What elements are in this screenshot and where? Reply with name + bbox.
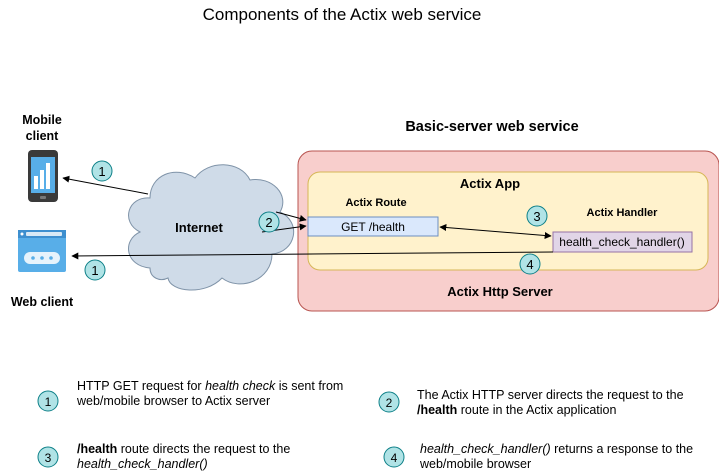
legend-marker-4: 4 (383, 446, 405, 468)
mobile-client-label-1: Mobile (22, 113, 62, 127)
arrow-cloud-to-mobile (62, 175, 149, 195)
svg-text:1: 1 (91, 263, 98, 278)
web-client-label: Web client (11, 295, 74, 309)
handler-box (552, 231, 693, 253)
legend-marker-1: 1 (37, 390, 59, 412)
svg-text:3: 3 (533, 209, 540, 224)
mobile-phone-icon (28, 150, 58, 202)
actix-handler-label: Actix Handler (587, 207, 659, 219)
svg-text:1: 1 (45, 395, 52, 409)
service-title: Basic-server web service (405, 119, 578, 135)
web-browser-icon (18, 230, 66, 272)
step-marker-1-mobile: 1 (91, 160, 113, 182)
internet-cloud (128, 164, 295, 291)
actix-route-label: Actix Route (345, 197, 406, 209)
diagram-title: Components of the Actix web service (203, 5, 482, 24)
mobile-client-label-2: client (26, 129, 59, 143)
step-marker-2: 2 (258, 211, 280, 233)
arrow-response-to-web (71, 251, 554, 260)
route-box (307, 216, 439, 237)
legend-text-1: HTTP GET request for health check is sen… (77, 379, 344, 408)
route-box-text: GET /health (341, 220, 405, 234)
svg-text:4: 4 (526, 257, 533, 272)
svg-text:2: 2 (265, 215, 272, 230)
internet-label: Internet (175, 220, 223, 235)
step-marker-1-web: 1 (84, 259, 106, 281)
arrow-cloud-to-route-1 (275, 211, 307, 222)
arrow-route-handler (439, 224, 552, 239)
legend-marker-2: 2 (378, 391, 400, 413)
http-server-label: Actix Http Server (447, 284, 552, 299)
svg-text:3: 3 (45, 451, 52, 465)
svg-text:1: 1 (98, 164, 105, 179)
actix-app-label: Actix App (460, 176, 520, 191)
step-marker-3: 3 (526, 205, 548, 227)
svg-text:4: 4 (391, 451, 398, 465)
legend-marker-3: 3 (37, 446, 59, 468)
legend-text-3: /health route directs the request to the… (77, 442, 291, 471)
legend-text-2: The Actix HTTP server directs the reques… (417, 388, 684, 417)
legend-text-4: health_check_handler() returns a respons… (420, 442, 694, 471)
svg-text:2: 2 (386, 396, 393, 410)
handler-box-text: health_check_handler() (559, 235, 684, 249)
step-marker-4: 4 (519, 253, 541, 275)
